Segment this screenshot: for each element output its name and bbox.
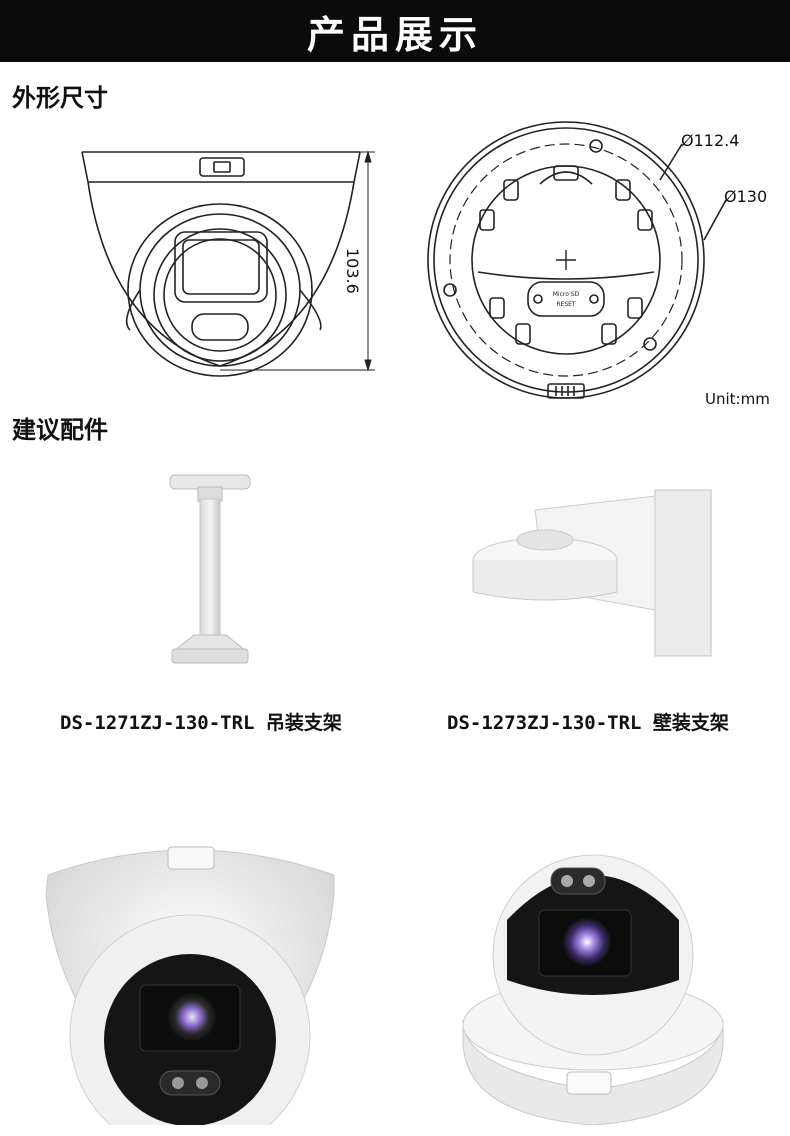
camera-front-photo: UP xyxy=(45,846,335,1125)
banner-title: 产品展示 xyxy=(306,12,483,57)
camera-angled-photo xyxy=(462,854,724,1125)
outer-diameter-label: Ø130 xyxy=(724,187,768,206)
pendant-mount-image xyxy=(169,474,251,664)
pendant-mount-caption: DS-1271ZJ-130-TRL 吊装支架 xyxy=(60,712,342,734)
sd-slot-label: Micro SD xyxy=(553,291,580,298)
header-banner: 产品展示 xyxy=(0,0,790,62)
top-view-drawing: Micro SD RESET xyxy=(427,121,727,399)
unit-label: Unit:mm xyxy=(705,390,770,408)
inner-diameter-label: Ø112.4 xyxy=(681,131,740,150)
reset-label: RESET xyxy=(556,301,576,308)
wall-mount-image xyxy=(472,489,712,657)
accessories-section-title: 建议配件 xyxy=(12,416,108,444)
dimensions-section-title: 外形尺寸 xyxy=(12,84,108,112)
side-view-drawing xyxy=(81,150,375,377)
height-dimension-label: 103.6 xyxy=(343,248,362,294)
wall-mount-caption: DS-1273ZJ-130-TRL 壁装支架 xyxy=(447,712,729,734)
